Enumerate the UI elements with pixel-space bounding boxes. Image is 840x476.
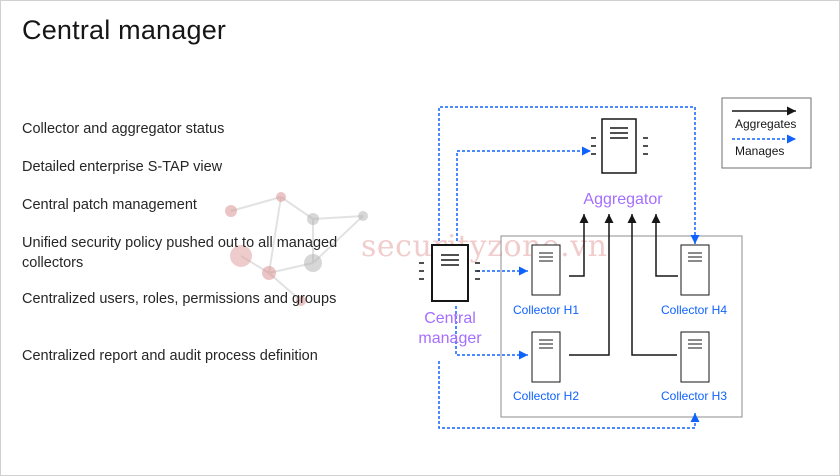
slide-title: Central manager (22, 15, 227, 45)
aggregates-line-h2 (569, 214, 614, 356)
legend (721, 97, 812, 169)
collector-h4-server-icon (680, 244, 710, 296)
collector-h2-server-icon (531, 331, 561, 383)
aggregates-line-h3 (627, 214, 677, 356)
collectors-group-box (500, 235, 743, 418)
central-manager-label-line2: manager (418, 330, 482, 347)
aggregates-line-h1 (569, 214, 589, 277)
collector-h1-server-icon (531, 244, 561, 296)
aggregates-connections (569, 214, 678, 356)
collector-h3-server-icon (680, 331, 710, 383)
bullet-item: Detailed enterprise S-TAP view (22, 159, 223, 175)
bullet-item: Collector and aggregator status (22, 121, 225, 137)
aggregator-server-icon (591, 118, 648, 174)
bullet-item: Central patch management (22, 197, 197, 213)
bullet-item: Unified security policy pushed out to al… (22, 235, 338, 271)
collector-h1-label: Collector H1 (513, 303, 579, 317)
bullet-item: Centralized report and audit process def… (22, 348, 318, 364)
watermark-text: securityzone.vn (361, 229, 608, 264)
aggregator-label: Aggregator (583, 191, 663, 208)
legend-manages-label: Manages (735, 144, 784, 158)
central-manager-server-icon (419, 244, 480, 302)
collector-h2-label: Collector H2 (513, 389, 579, 403)
collector-h4-label: Collector H4 (661, 303, 727, 317)
bullet-item: Centralized users, roles, permissions an… (22, 291, 337, 307)
manages-line-h2 (455, 306, 528, 360)
manages-line-aggregator (456, 146, 591, 241)
legend-aggregates-label: Aggregates (735, 117, 796, 131)
aggregates-line-h4 (651, 214, 678, 277)
manages-line-h3 (438, 361, 700, 429)
manages-connections (438, 106, 700, 429)
manages-line-h4 (438, 106, 700, 244)
central-manager-label-line1: Central (424, 310, 476, 327)
collector-h3-label: Collector H3 (661, 389, 727, 403)
